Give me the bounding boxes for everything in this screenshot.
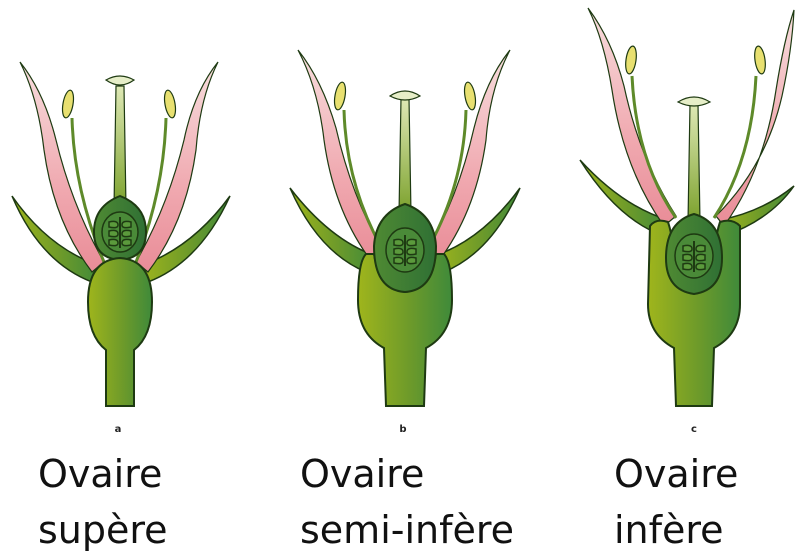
style [114, 86, 126, 208]
receptacle [88, 258, 152, 406]
caption-b: Ovaire semi-infère [300, 446, 514, 558]
flower-a [12, 62, 230, 406]
caption-a: Ovaire supère [38, 446, 168, 558]
anther-left [624, 45, 638, 74]
flower-c [580, 8, 794, 406]
caption-a-line1: Ovaire [38, 446, 168, 502]
caption-c-line1: Ovaire [614, 446, 738, 502]
caption-b-line2: semi-infère [300, 502, 514, 558]
panel-letter-b: b [393, 424, 413, 435]
flower-b [290, 50, 520, 406]
petal-right [136, 62, 218, 272]
panel-letter-c: c [684, 424, 704, 435]
anther-right [163, 89, 178, 118]
anther-left [333, 81, 348, 110]
petal-left [20, 62, 104, 272]
caption-a-line2: supère [38, 502, 168, 558]
anther-right [463, 81, 478, 110]
stigma [390, 91, 420, 100]
anther-left [61, 89, 76, 118]
style [688, 104, 700, 222]
panel-letter-a: a [108, 424, 128, 435]
caption-c: Ovaire infère [614, 446, 738, 558]
anther-right [753, 45, 767, 74]
stigma [678, 97, 710, 106]
caption-c-line2: infère [614, 502, 738, 558]
stigma [106, 76, 134, 85]
caption-b-line1: Ovaire [300, 446, 514, 502]
style [399, 98, 411, 214]
